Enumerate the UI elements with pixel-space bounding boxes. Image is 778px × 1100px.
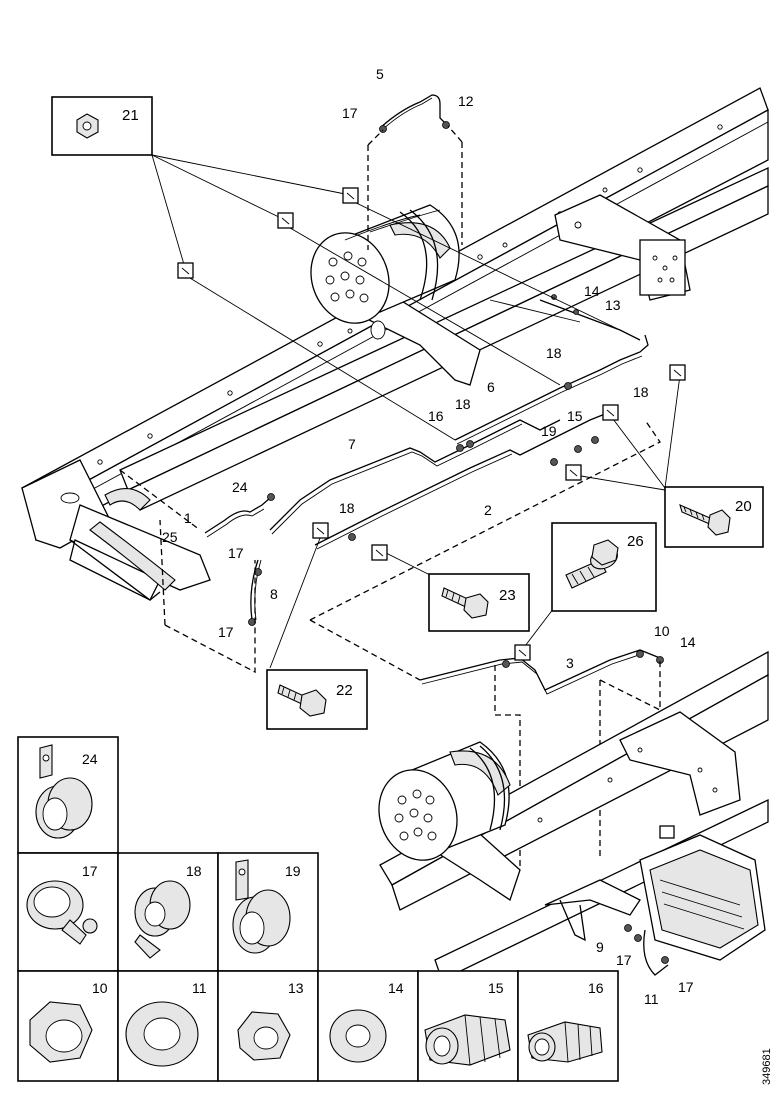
detail-box-22: 22: [266, 669, 368, 730]
callout-2: 2: [484, 502, 492, 518]
pipe-fittings: [248, 121, 669, 964]
callout-17-e: 17: [678, 979, 694, 995]
callout-18-d: 18: [339, 500, 355, 516]
reference-markers: [177, 187, 686, 661]
legend-part-17-hose-clamp: 17: [26, 863, 98, 945]
callout-25: 25: [162, 529, 178, 545]
detail-box-20: 20: [664, 486, 764, 548]
legend-part-24-clamp: 24: [35, 744, 98, 839]
callout-8: 8: [270, 586, 278, 602]
callout-3: 3: [566, 655, 574, 671]
callout-17-c: 17: [218, 624, 234, 640]
legend-part-19-p-clamp: 19: [232, 859, 301, 954]
legend-part-15-union: 15: [424, 980, 511, 1066]
legend-part-11-washer: 11: [125, 980, 207, 1067]
callout-17-a: 17: [342, 105, 358, 121]
cross-member-holes: [574, 221, 678, 283]
callout-14-b: 14: [680, 634, 696, 650]
lower-fuel-tank: [378, 741, 511, 861]
callout-16: 16: [428, 408, 444, 424]
detail-label-20: 20: [735, 498, 752, 515]
lower-tank-end-holes: [394, 789, 437, 841]
legend-part-18-grommet: 18: [134, 863, 202, 959]
legend-part-13-nut: 13: [237, 980, 304, 1061]
callout-1: 1: [184, 510, 192, 526]
callout-18-c: 18: [455, 396, 471, 412]
legend-label-11: 11: [192, 980, 207, 996]
callout-18-b: 18: [633, 384, 649, 400]
detail-label-26: 26: [627, 533, 644, 550]
legend-label-16: 16: [588, 980, 604, 996]
callout-9: 9: [596, 939, 604, 955]
callout-5: 5: [376, 66, 384, 82]
detail-box-26: 26: [551, 522, 657, 612]
legend-label-17: 17: [82, 863, 98, 879]
callout-17-d: 17: [616, 952, 632, 968]
legend-part-16-union: 16: [527, 980, 604, 1063]
upper-fuel-tank: [310, 204, 460, 324]
detail-label-23: 23: [499, 587, 516, 604]
fuel-filter-housing: [639, 825, 766, 976]
callout-12: 12: [458, 93, 474, 109]
legend-label-15: 15: [488, 980, 504, 996]
callout-18-a: 18: [546, 345, 562, 361]
legend-label-13: 13: [288, 980, 304, 996]
callout-17-b: 17: [228, 545, 244, 561]
detail-box-21: 21: [51, 96, 153, 156]
legend-label-24: 24: [82, 751, 98, 767]
callout-13: 13: [605, 297, 621, 313]
callout-11: 11: [644, 991, 659, 1007]
callout-19: 19: [541, 423, 557, 439]
callout-24: 24: [232, 479, 248, 495]
legend-label-19: 19: [285, 863, 301, 879]
callout-6: 6: [487, 379, 495, 395]
drawing-number: 349681: [761, 1048, 773, 1085]
callout-15: 15: [567, 408, 583, 424]
detail-box-23: 23: [428, 573, 530, 632]
tank-end-holes: [325, 251, 369, 303]
fuel-pipes-upper: [204, 94, 661, 695]
detail-label-21: 21: [122, 107, 139, 124]
legend-label-18: 18: [186, 863, 202, 879]
legend-label-10: 10: [92, 980, 108, 996]
callout-labels: 5 17 12 14 13 18 18 6 18 16 15 19 7 2 24…: [162, 66, 696, 1007]
legend-label-14: 14: [388, 980, 404, 996]
parts-legend-grid: 24 17 18 19: [17, 736, 619, 1082]
callout-14-a: 14: [584, 283, 600, 299]
legend-part-10-nut: 10: [29, 980, 108, 1063]
detail-label-22: 22: [336, 682, 353, 699]
callout-10-a: 10: [654, 623, 670, 639]
callout-7: 7: [348, 436, 356, 452]
legend-part-14-washer: 14: [329, 980, 404, 1063]
